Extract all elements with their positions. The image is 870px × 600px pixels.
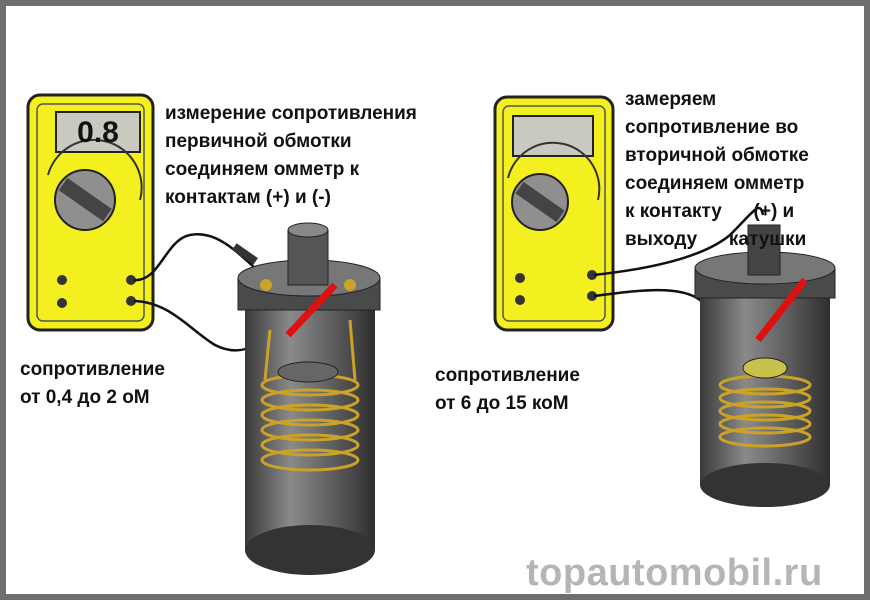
multimeter-right bbox=[493, 95, 615, 332]
caption-line: выходу катушки bbox=[625, 229, 807, 250]
caption-line: вторичной обмотке bbox=[625, 145, 809, 166]
range-label: сопротивление bbox=[20, 359, 165, 380]
range-value: от 0,4 до 2 оМ bbox=[20, 387, 150, 408]
ignition-coil-left bbox=[237, 222, 381, 575]
caption-line: первичной обмотки bbox=[165, 131, 352, 152]
meter-display-left: 0.8 bbox=[77, 116, 119, 149]
multimeter-left bbox=[26, 93, 155, 332]
range-label: сопротивление bbox=[435, 365, 580, 386]
caption-line: контактам (+) и (-) bbox=[165, 187, 331, 208]
resistance-range-left: сопротивление от 0,4 до 2 оМ bbox=[20, 356, 165, 412]
ignition-coil-right bbox=[694, 224, 836, 507]
caption-line: соединяем омметр bbox=[625, 173, 805, 194]
caption-line: измерение сопротивления bbox=[165, 103, 417, 124]
caption-right: замеряем сопротивление во вторичной обмо… bbox=[625, 86, 809, 254]
resistance-range-right: сопротивление от 6 до 15 коМ bbox=[435, 362, 580, 418]
caption-line: соединяем омметр к bbox=[165, 159, 360, 180]
watermark: topautomobil.ru bbox=[526, 552, 823, 594]
caption-line: к контакту (+) и bbox=[625, 201, 795, 222]
caption-line: сопротивление во bbox=[625, 117, 799, 138]
caption-line: замеряем bbox=[625, 89, 717, 110]
caption-left: измерение сопротивления первичной обмотк… bbox=[165, 100, 417, 212]
range-value: от 6 до 15 коМ bbox=[435, 393, 569, 414]
